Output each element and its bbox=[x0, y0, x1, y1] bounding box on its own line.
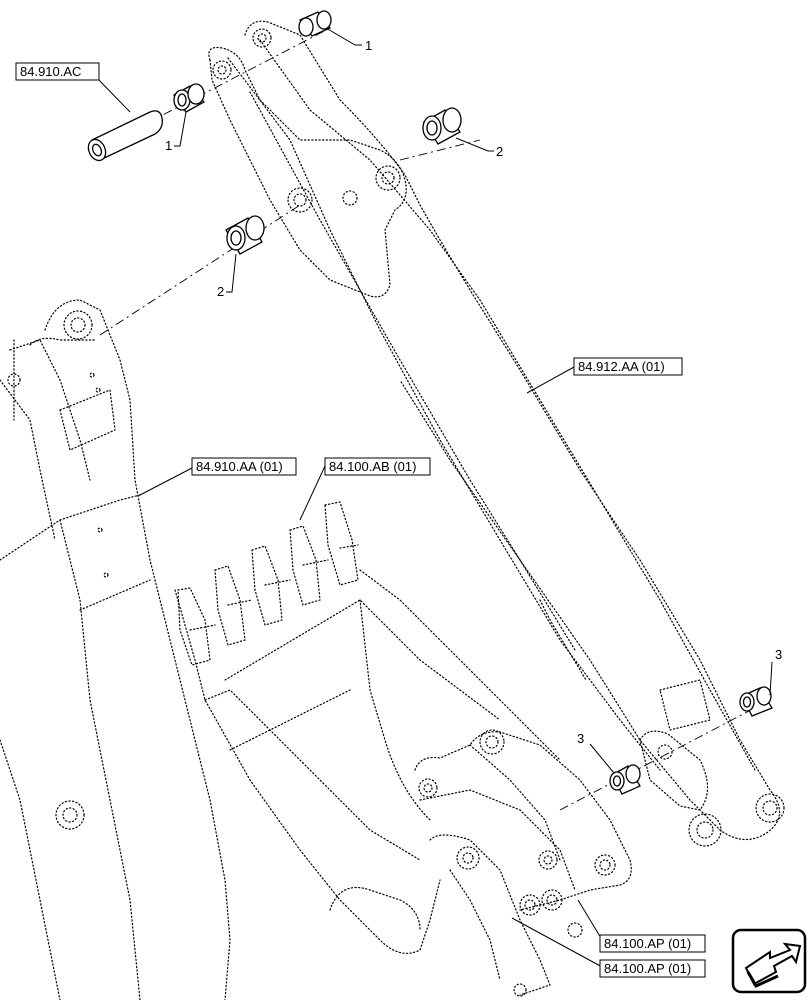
callout-1-top: 1 bbox=[365, 38, 372, 53]
ref-label-coupler-2[interactable]: 84.100.AP (01) bbox=[599, 959, 706, 978]
bushing-2b bbox=[225, 215, 265, 255]
ref-label-boom[interactable]: 84.910.AA (01) bbox=[191, 457, 297, 476]
svg-text:84.912.AA (01): 84.912.AA (01) bbox=[578, 359, 665, 374]
pin-part bbox=[87, 110, 163, 162]
bucket bbox=[174, 501, 561, 954]
coupler-linkage bbox=[414, 729, 632, 997]
svg-text:84.910.AA (01): 84.910.AA (01) bbox=[196, 459, 283, 474]
callout-2-right: 2 bbox=[496, 144, 503, 159]
callout-3-left: 3 bbox=[577, 731, 584, 746]
bushing-3a bbox=[739, 686, 773, 717]
dipper-arm bbox=[208, 20, 785, 847]
centerlines bbox=[99, 27, 771, 811]
bushing-1a bbox=[298, 10, 332, 37]
ref-label-pin[interactable]: 84.910.AC bbox=[15, 62, 100, 81]
callout-leaders bbox=[96, 27, 773, 969]
bushing-2a bbox=[422, 107, 462, 145]
ref-label-bucket[interactable]: 84.100.AB (01) bbox=[324, 457, 431, 476]
bushing-3b bbox=[609, 764, 641, 795]
ref-label-dipper[interactable]: 84.912.AA (01) bbox=[573, 357, 683, 376]
svg-text:84.100.AB (01): 84.100.AB (01) bbox=[329, 459, 416, 474]
boom bbox=[0, 299, 231, 1000]
arrow-nav-icon[interactable] bbox=[731, 928, 807, 994]
bushing-1b bbox=[173, 83, 206, 113]
callout-3-right: 3 bbox=[775, 647, 782, 662]
callout-1-left: 1 bbox=[165, 138, 172, 153]
svg-text:84.100.AP (01): 84.100.AP (01) bbox=[604, 961, 691, 976]
ref-label-coupler-1[interactable]: 84.100.AP (01) bbox=[599, 934, 706, 953]
svg-text:84.910.AC: 84.910.AC bbox=[20, 64, 81, 79]
callout-2-left: 2 bbox=[217, 284, 224, 299]
svg-text:84.100.AP (01): 84.100.AP (01) bbox=[604, 936, 691, 951]
